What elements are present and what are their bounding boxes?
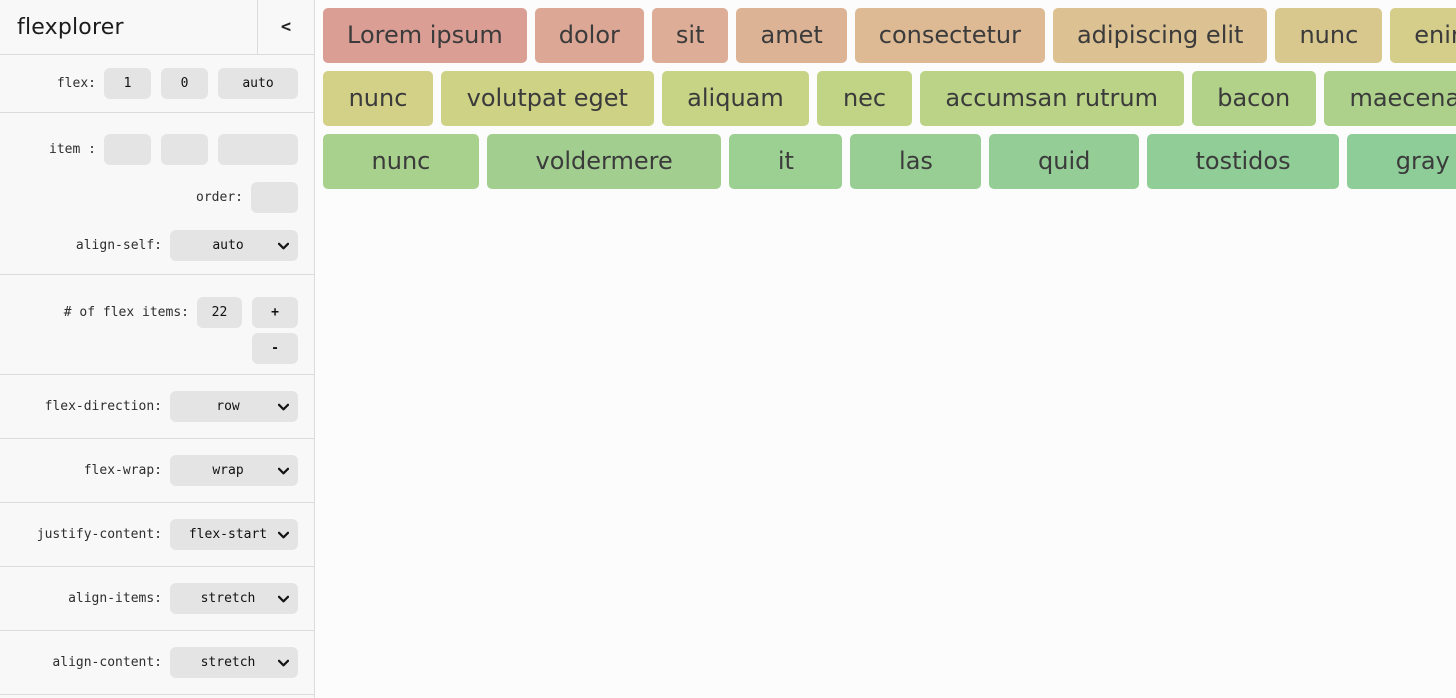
flex-item[interactable]: adipiscing elit <box>1052 8 1268 63</box>
align-self-label: align-self: <box>75 238 162 253</box>
remove-item-button[interactable]: - <box>252 333 298 364</box>
property-label: flex-wrap: <box>83 463 162 478</box>
align-content-select[interactable]: stretch <box>170 647 298 678</box>
flex-item[interactable]: voldermere <box>486 134 722 189</box>
flex-item[interactable]: consectetur <box>854 8 1045 63</box>
flex-item[interactable]: aliquam <box>661 71 810 126</box>
flex-items-count-input[interactable] <box>197 297 242 328</box>
property-label: align-content: <box>52 655 162 670</box>
flex-basis-input[interactable] <box>218 68 298 99</box>
flex-item[interactable]: quid <box>989 134 1139 189</box>
add-item-button[interactable]: + <box>252 297 298 328</box>
flex-item[interactable]: dolor <box>534 8 644 63</box>
order-input[interactable] <box>251 182 298 213</box>
flex-item[interactable]: enim <box>1390 8 1456 63</box>
align-self-select[interactable]: auto <box>170 230 298 261</box>
justify-content-select[interactable]: flex-start <box>170 519 298 550</box>
flex-item[interactable]: sit <box>651 8 729 63</box>
flex-item[interactable]: nunc <box>1275 8 1383 63</box>
item-label: item : <box>49 142 96 157</box>
property-row: align-items: stretch <box>0 567 314 631</box>
flex-item[interactable]: it <box>729 134 843 189</box>
item-section: item : order: align-self: auto <box>0 113 314 275</box>
item-flex-grow-input[interactable] <box>104 134 151 165</box>
property-label: flex-direction: <box>44 399 162 414</box>
flex-section: flex: <box>0 55 314 113</box>
property-row: flex-wrap: wrap <box>0 439 314 503</box>
chevron-left-icon: < <box>280 17 292 37</box>
flex-items-count-section: # of flex items: + - <box>0 275 314 375</box>
flex-row: nunc voldermere it las quid tostidos gra… <box>319 130 1456 193</box>
flex-items-count-label: # of flex items: <box>63 305 189 320</box>
align-items-select[interactable]: stretch <box>170 583 298 614</box>
flex-label: flex: <box>56 76 96 91</box>
flex-item[interactable]: Lorem ipsum <box>323 8 527 63</box>
flex-shrink-input[interactable] <box>161 68 208 99</box>
flex-item[interactable]: gray <box>1347 134 1456 189</box>
flex-item[interactable]: las <box>850 134 982 189</box>
flex-grow-input[interactable] <box>104 68 151 99</box>
flex-row: nunc volutpat eget aliquam nec accumsan … <box>319 67 1456 130</box>
order-label: order: <box>196 190 243 205</box>
flex-item[interactable]: tostidos <box>1146 134 1340 189</box>
property-row: flex-direction: row <box>0 375 314 439</box>
property-row: align-content: stretch <box>0 631 314 695</box>
flex-item[interactable]: amet <box>736 8 847 63</box>
sidebar-titlebar: flexplorer < <box>0 0 314 55</box>
collapse-sidebar-button[interactable]: < <box>257 0 314 54</box>
property-row: justify-content: flex-start <box>0 503 314 567</box>
property-label: justify-content: <box>36 527 162 542</box>
flex-row: Lorem ipsum dolor sit amet consectetur a… <box>319 4 1456 67</box>
flex-item[interactable]: volutpat eget <box>441 71 654 126</box>
flex-direction-select[interactable]: row <box>170 391 298 422</box>
flex-item[interactable]: nunc <box>323 134 479 189</box>
flex-playground: Lorem ipsum dolor sit amet consectetur a… <box>315 0 1456 698</box>
item-flex-shrink-input[interactable] <box>161 134 208 165</box>
item-flex-basis-input[interactable] <box>218 134 298 165</box>
flex-item[interactable]: nunc <box>323 71 434 126</box>
flex-item[interactable]: maecenas <box>1323 71 1456 126</box>
flex-item[interactable]: nec <box>817 71 912 126</box>
sidebar: flexplorer < flex: item : order: <box>0 0 315 698</box>
flex-item[interactable]: accumsan rutrum <box>919 71 1184 126</box>
app-title: flexplorer <box>17 14 124 40</box>
flex-wrap-select[interactable]: wrap <box>170 455 298 486</box>
flex-item[interactable]: bacon <box>1191 71 1316 126</box>
container-properties: flex-direction: row flex-wrap: wrap just… <box>0 375 314 695</box>
property-label: align-items: <box>68 591 162 606</box>
